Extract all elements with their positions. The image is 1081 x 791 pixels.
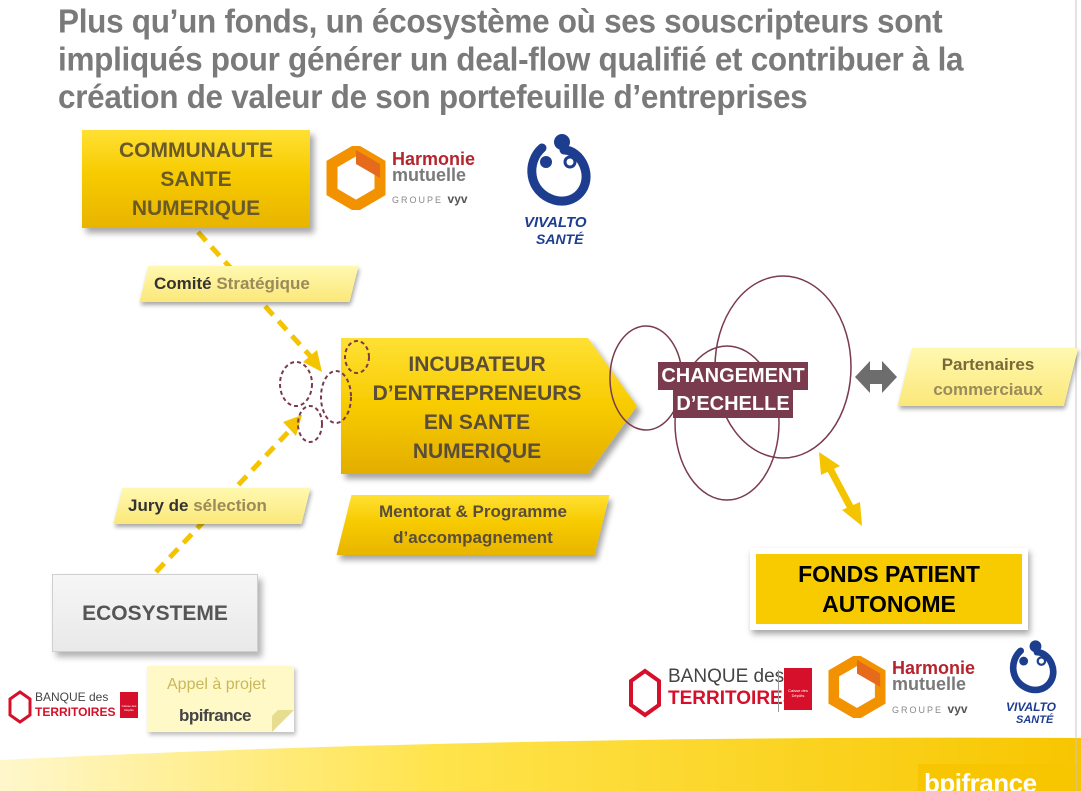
dashed-circle-2 [320,370,352,424]
harmonie-bottom-group-prefix: GROUPE [892,705,948,715]
harmonie-group-prefix: GROUPE [392,195,448,205]
mentorat-box: Mentorat & Programme d’accompagnement [336,495,610,555]
harmonie-hexagon-icon-bottom [828,656,886,718]
partenaires-line-1: Partenaires [941,355,1035,374]
comite-part-1: Comité [154,274,217,293]
folded-corner-icon [272,710,294,732]
vivalto-name-2: SANTÉ [536,231,584,247]
incubateur-box: INCUBATEUR D’ENTREPRENEURS EN SANTE NUME… [352,350,602,470]
vivalto-bottom-name-2: SANTÉ [1016,714,1054,726]
harmonie-bottom-name-2: mutuelle [892,674,967,694]
banque-shape-icon [8,690,32,724]
changement-line-2: D’ECHELLE [673,390,793,418]
ecosysteme-label: ECOSYSTEME [82,602,228,625]
arrowhead-bottom [283,415,302,436]
harmonie-logo-bottom: Harmonie mutuelle GROUPE vyv [828,656,988,720]
dashed-circle-3 [297,405,323,443]
vivalto-bottom-name-1: VIVALTO [1006,700,1057,714]
banque-small-line-1: BANQUE des [35,690,109,704]
changement-line-1: CHANGEMENT [658,362,808,390]
dashed-circle-1 [279,361,313,407]
bpifrance-footer-text: bpifrance [924,768,1037,791]
jury-part-2: sélection [193,496,267,515]
banque-small-line-2: TERRITOIRES [35,705,116,719]
banque-logo-large: BANQUE des TERRITOIRES Caisse des Dépôts [628,664,818,724]
communaute-line-1: COMMUNAUTE [119,139,273,162]
incubator-shape [341,338,637,474]
title-line-1: Plus qu’un fonds, un écosystème où ses s… [58,2,943,40]
page-title: Plus qu’un fonds, un écosystème où ses s… [58,2,1068,115]
banque-logo-small: BANQUE des TERRITOIRES Caisse des Dépôts [8,688,138,726]
harmonie-bottom-group-brand: vyv [947,702,968,716]
harmonie-name-1: Harmonie [392,149,476,169]
harmonie-name-2: mutuelle [392,165,467,185]
vivalto-swirl-icon [527,134,591,206]
incubateur-line-4: NUMERIQUE [412,440,542,463]
mentorat-line-1: Mentorat & Programme [379,502,567,521]
vivalto-name-1: VIVALTO [524,214,587,231]
partenaires-line-2: commerciaux [933,380,1043,399]
bpifrance-footer-logo: bpifrance [918,764,1076,791]
mentorat-line-2: d’accompagnement [393,528,553,547]
banque-large-line-2: TERRITOIRES [668,688,796,709]
ellipse-medium [674,345,780,501]
title-line-2: impliqués pour générer un deal-flow qual… [58,39,964,78]
harmonie-bottom-name-1: Harmonie [892,658,976,678]
harmonie-hexagon-icon [326,146,386,210]
caisse-small-badge: Caisse des Dépôts [120,692,138,718]
jury-part-1: Jury de [128,496,194,515]
banque-divider [778,670,779,712]
dashed-circle-4 [344,340,370,374]
partenaires-note: Partenaires commerciaux [897,348,1079,406]
comite-part-2: Stratégique [216,274,310,293]
incubateur-line-1: INCUBATEUR [408,353,546,376]
title-line-3: création de valeur de son portefeuille d… [58,77,808,116]
harmonie-group: GROUPE vyv [392,192,468,206]
communaute-box: COMMUNAUTE SANTE NUMERIQUE [82,130,310,228]
bottom-band [0,737,1081,791]
banque-large-line-1: BANQUE des [668,666,785,687]
vivalto-swirl-icon-bottom [1009,640,1057,694]
vivalto-logo-top: VIVALTO SANTÉ [520,128,600,252]
appel-label: Appel à projet [167,676,266,693]
jury-note: Jury de sélection [113,488,311,524]
arrowhead-top [303,350,322,372]
caisse-large-badge: Caisse des Dépôts [784,668,812,710]
communaute-line-2: SANTE [160,168,232,191]
harmonie-group-brand: vyv [447,192,468,206]
changement-label: CHANGEMENT D’ECHELLE [644,362,822,418]
incubateur-line-3: EN SANTE [423,411,531,434]
fonds-line-2: AUTONOME [822,591,956,617]
banque-large-shape-icon [629,668,661,718]
dashed-arrow-bottom [154,426,294,574]
yellow-double-arrow [819,452,862,526]
caisse-large-text: Caisse des Dépôts [788,688,808,698]
fonds-line-1: FONDS PATIENT [798,561,980,587]
vivalto-logo-bottom: VIVALTO SANTÉ [1004,636,1070,736]
communaute-line-3: NUMERIQUE [131,197,261,220]
harmonie-logo-top: Harmonie mutuelle GROUPE vyv [326,146,496,210]
harmonie-bottom-group: GROUPE vyv [892,702,968,716]
appel-note: Appel à projet bpifrance [147,666,294,732]
fonds-inner: FONDS PATIENT AUTONOME [756,554,1022,624]
appel-bpifrance: bpifrance [179,706,252,725]
incubateur-line-2: D’ENTREPRENEURS [372,382,582,405]
comite-note: Comité Stratégique [139,266,359,302]
ecosysteme-box: ECOSYSTEME [52,574,258,652]
gray-double-arrow [855,361,897,393]
caisse-small-text: Caisse des Dépôts [121,704,137,712]
fonds-box: FONDS PATIENT AUTONOME [750,548,1028,630]
